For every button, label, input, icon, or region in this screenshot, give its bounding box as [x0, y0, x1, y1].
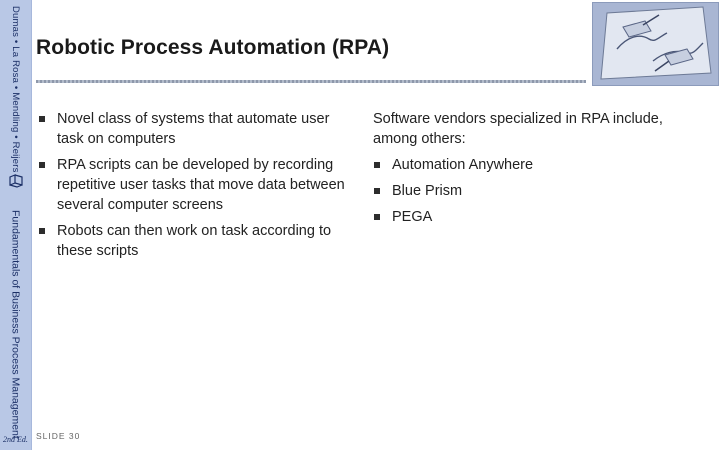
list-item: Automation Anywhere: [373, 155, 673, 175]
title-divider: [36, 80, 586, 83]
square-bullet-icon: [374, 162, 380, 168]
slide-title: Robotic Process Automation (RPA): [36, 36, 390, 59]
square-bullet-icon: [374, 188, 380, 194]
list-item: PEGA: [373, 207, 673, 227]
book-icon: [9, 174, 23, 188]
sidebar: Dumas • La Rosa • Mendling • Reijers Fun…: [0, 0, 32, 450]
right-column: Software vendors specialized in RPA incl…: [373, 109, 673, 233]
slide-number: SLIDE 30: [36, 431, 81, 441]
square-bullet-icon: [374, 214, 380, 220]
list-item: Blue Prism: [373, 181, 673, 201]
left-column: Novel class of systems that automate use…: [38, 109, 356, 267]
square-bullet-icon: [39, 228, 45, 234]
authors-label: Dumas • La Rosa • Mendling • Reijers: [10, 6, 21, 173]
book-title-label: Fundamentals of Business Process Managem…: [9, 210, 22, 439]
edition-label: 2nd Ed.: [3, 435, 28, 444]
vendor-list: Automation Anywhere Blue Prism PEGA: [373, 155, 673, 227]
square-bullet-icon: [39, 116, 45, 122]
list-item: Novel class of systems that automate use…: [38, 109, 356, 149]
drawing-hands-illustration: [592, 2, 719, 86]
list-item: RPA scripts can be developed by recordin…: [38, 155, 356, 215]
list-item: Robots can then work on task according t…: [38, 221, 356, 261]
square-bullet-icon: [39, 162, 45, 168]
vendors-intro: Software vendors specialized in RPA incl…: [373, 111, 663, 147]
